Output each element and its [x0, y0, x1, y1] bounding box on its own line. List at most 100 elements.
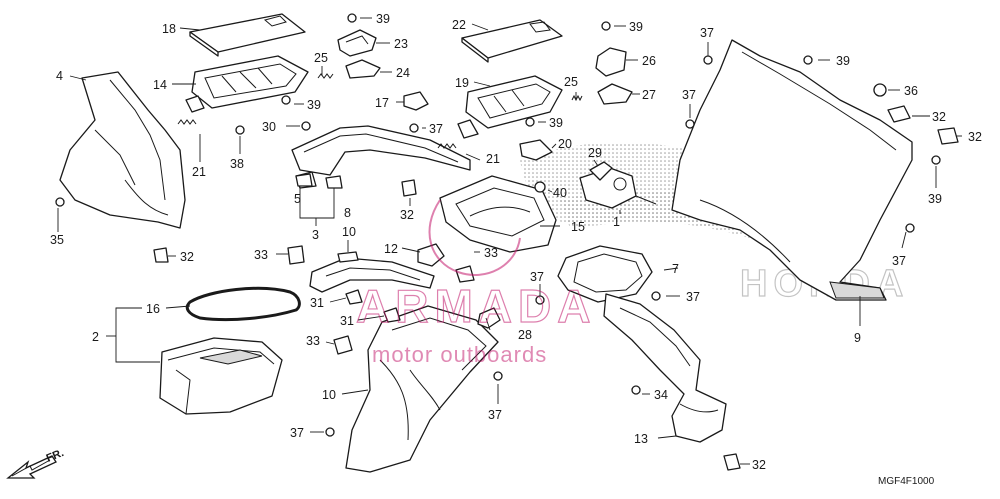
- part-18-lid: [189, 13, 306, 57]
- callout-32-c: 32: [180, 250, 194, 264]
- callout-26: 26: [642, 54, 656, 68]
- callout-35: 35: [50, 233, 64, 247]
- callout-1: 1: [613, 215, 620, 229]
- callout-32-d: 32: [400, 208, 414, 222]
- part-29-bracket: [589, 161, 613, 181]
- watermark-tagline: motor outboards: [372, 342, 547, 367]
- part-40-screw: [534, 181, 546, 193]
- part-28-grommet: [477, 307, 501, 329]
- part-32-clips: [153, 105, 959, 471]
- part-1-lock-assembly: [579, 167, 657, 209]
- callout-15: 15: [571, 220, 585, 234]
- fasteners: [55, 13, 941, 437]
- callout-31-a: 31: [310, 296, 324, 310]
- callout-18: 18: [162, 22, 176, 36]
- part-12-clip: [417, 243, 445, 267]
- callout-10-b: 10: [322, 388, 336, 402]
- callout-5: 5: [294, 192, 301, 206]
- callout-3: 3: [312, 228, 319, 242]
- callout-33-b: 33: [484, 246, 498, 260]
- callout-32-b: 32: [968, 130, 982, 144]
- callout-39-b: 39: [307, 98, 321, 112]
- callout-37-e: 37: [530, 270, 544, 284]
- front-direction-label: FR.: [45, 447, 66, 465]
- callout-38: 38: [230, 157, 244, 171]
- callout-36: 36: [904, 84, 918, 98]
- callout-33-a: 33: [254, 248, 268, 262]
- callout-7: 7: [672, 262, 679, 276]
- callout-29: 29: [588, 146, 602, 160]
- callout-21-a: 21: [192, 165, 206, 179]
- callout-23: 23: [394, 37, 408, 51]
- part-16-seal: [185, 286, 301, 322]
- callout-17: 17: [375, 96, 389, 110]
- front-direction-arrow: FR.: [6, 447, 66, 479]
- callout-9: 9: [854, 331, 861, 345]
- callout-39-c: 39: [629, 20, 643, 34]
- callout-labels: 18 4 14 39 23 24 25 39 30 38 21 22 19 39…: [50, 12, 982, 472]
- part-5-clip: [295, 173, 313, 187]
- part-27-latch: [597, 83, 633, 105]
- callout-39-d: 39: [549, 116, 563, 130]
- part-10-inner-panel: [345, 305, 499, 473]
- part-36-bolt: [873, 83, 887, 97]
- part-15-center-tray: [439, 175, 557, 253]
- callout-12: 12: [384, 242, 398, 256]
- part-2-storage-box: [159, 337, 283, 415]
- callout-25-a: 25: [314, 51, 328, 65]
- part-24-clip: [345, 59, 381, 79]
- callout-32-a: 32: [932, 110, 946, 124]
- part-17-grommet: [403, 91, 429, 111]
- callout-8: 8: [344, 206, 351, 220]
- callout-33-c: 33: [306, 334, 320, 348]
- callout-10-a: 10: [342, 225, 356, 239]
- callout-21-b: 21: [486, 152, 500, 166]
- callout-37-f: 37: [488, 408, 502, 422]
- callout-31-b: 31: [340, 314, 354, 328]
- part-7-tray: [557, 245, 653, 303]
- callout-39-e: 39: [836, 54, 850, 68]
- callout-37-c: 37: [682, 88, 696, 102]
- diagram-code: MGF4F1000: [878, 476, 935, 487]
- callout-25-b: 25: [564, 75, 578, 89]
- callout-37-d: 37: [892, 254, 906, 268]
- watermark-brand: ARMADA: [356, 280, 596, 332]
- callout-14: 14: [153, 78, 167, 92]
- part-11-bracket: [309, 257, 435, 293]
- part-23-clip: [337, 29, 377, 57]
- callout-13: 13: [634, 432, 648, 446]
- part-13-duct: [603, 293, 727, 443]
- callout-34: 34: [654, 388, 668, 402]
- part-31-clips: [345, 289, 401, 323]
- callout-16: 16: [146, 302, 160, 316]
- callout-27: 27: [642, 88, 656, 102]
- part-14-tray-frame: [185, 55, 309, 113]
- watermark: ARMADA motor outboards: [355, 199, 596, 367]
- callout-39-a: 39: [376, 12, 390, 26]
- part-6-clip: [337, 251, 359, 263]
- callout-24: 24: [396, 66, 410, 80]
- part-3-frame: [291, 125, 471, 189]
- part-4-side-bracket: [59, 71, 186, 229]
- part-20-bracket: [519, 139, 553, 161]
- callout-28: 28: [518, 328, 532, 342]
- part-25-spring: [317, 73, 334, 79]
- part-26-latch: [595, 47, 627, 77]
- part-8-clip: [325, 175, 343, 189]
- part-9-side-cover: [671, 39, 913, 301]
- callout-37-h: 37: [686, 290, 700, 304]
- callout-37-a: 37: [429, 122, 443, 136]
- callout-4: 4: [56, 69, 63, 83]
- callout-37-g: 37: [290, 426, 304, 440]
- callout-22: 22: [452, 18, 466, 32]
- callout-39-f: 39: [928, 192, 942, 206]
- callout-30: 30: [262, 120, 276, 134]
- callout-40: 40: [553, 186, 567, 200]
- leader-lines: [57, 17, 962, 465]
- part-22-lid: [461, 19, 563, 63]
- callout-32-e: 32: [752, 458, 766, 472]
- callout-37-b: 37: [700, 26, 714, 40]
- callout-19: 19: [455, 76, 469, 90]
